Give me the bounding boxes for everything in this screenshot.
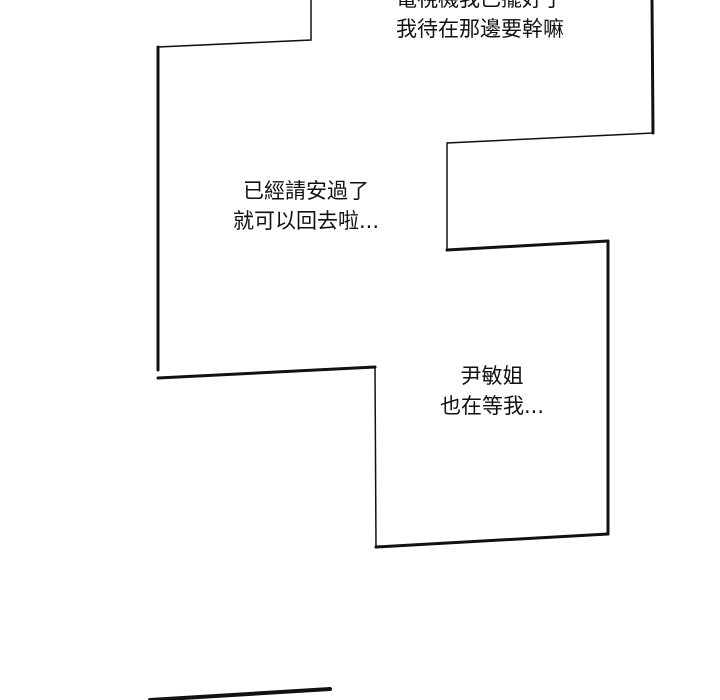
speech-line: 已經請安過了 (243, 179, 369, 203)
panel-border-notch (446, 132, 654, 251)
speech-line: 也在等我... (439, 394, 545, 418)
panel-border-bottom (374, 532, 610, 549)
speech-text-top: 電視機我已擺好了 我待在那邊要幹嘛 (340, 0, 620, 44)
speech-line: 尹敏姐 (460, 364, 524, 388)
speech-text-bottom: 尹敏姐 也在等我... (392, 361, 592, 421)
speech-line: 就可以回去啦... (232, 209, 380, 233)
speech-text-middle: 已經請安過了 就可以回去啦... (186, 176, 426, 236)
speech-line: 電視機我已擺好了 (340, 0, 620, 14)
panel-border-notch-bottom (445, 239, 610, 252)
next-panel-border (148, 687, 332, 700)
panel-border-right-top (650, 0, 655, 135)
panel-border-inner (374, 366, 377, 548)
speech-line: 我待在那邊要幹嘛 (396, 17, 564, 41)
panel-border-bottom-left (156, 365, 377, 380)
panel-border-top (157, 0, 312, 48)
